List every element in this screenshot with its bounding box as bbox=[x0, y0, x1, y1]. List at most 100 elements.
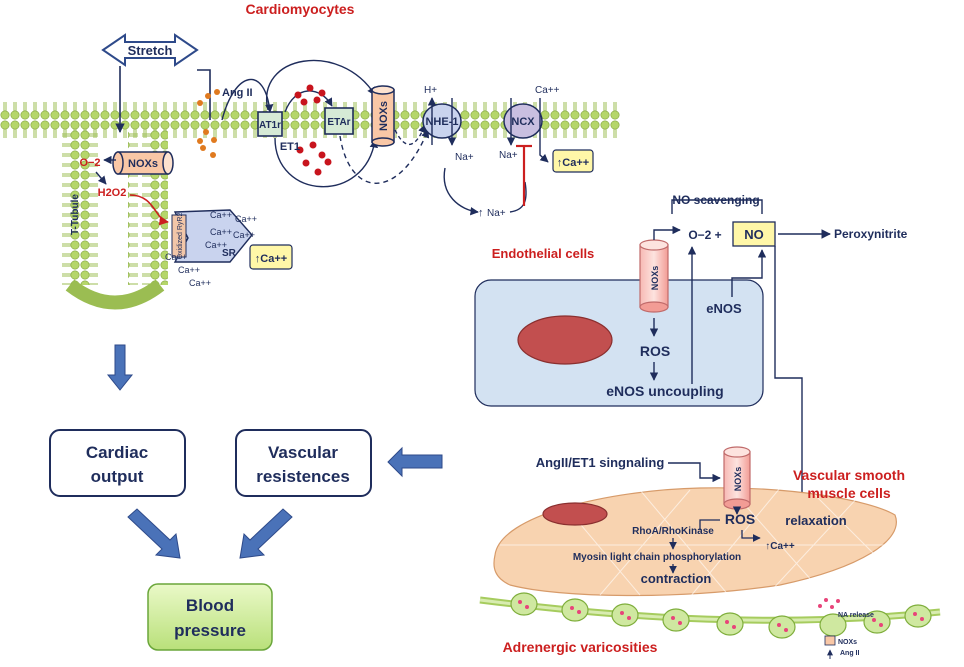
vsmc-nox-cylinder bbox=[723, 446, 751, 510]
h2o2-to-ryr2-arrow bbox=[129, 194, 169, 226]
cardiac-output-box bbox=[49, 429, 186, 497]
adren-angii-label: Ang II bbox=[840, 650, 859, 657]
stretch-to-angii-line bbox=[197, 69, 211, 120]
etar-label: ETAr bbox=[327, 117, 350, 128]
svg-text:Ca++: Ca++ bbox=[233, 230, 255, 240]
stretch-label: Stretch bbox=[128, 43, 173, 58]
endo-nox-cylinder bbox=[639, 239, 669, 313]
nox-tubule-label: NOXs bbox=[128, 158, 158, 170]
no-label: NO bbox=[744, 227, 764, 242]
vascular-line2: resistences bbox=[256, 467, 350, 486]
endo-nox-to-o2-arrow bbox=[653, 225, 681, 240]
nox-to-nhe1-arrow bbox=[394, 124, 427, 146]
t-tubule-label: T-Tubule bbox=[70, 194, 81, 235]
at1r-to-etar-arrow bbox=[284, 90, 333, 113]
vsmc-nucleus bbox=[542, 502, 608, 526]
adrenergic-title: Adrenergic varicosities bbox=[503, 639, 658, 655]
na-release-label: NA release bbox=[838, 612, 874, 619]
o2-label: O−2 bbox=[79, 157, 100, 169]
ca-increase-2: ↑Ca++ bbox=[255, 253, 287, 265]
t-tubule-bottom bbox=[65, 279, 165, 310]
na-accum-arrow bbox=[443, 167, 479, 216]
no-to-relaxation-arrow bbox=[774, 246, 807, 506]
o2-plus-label: O−2 + bbox=[688, 228, 721, 242]
cardiac-output-line1: Cardiac bbox=[86, 443, 148, 462]
vsmc-title-2: muscle cells bbox=[807, 485, 890, 501]
svg-text:Ca++: Ca++ bbox=[205, 240, 227, 250]
membrane-right bbox=[540, 98, 620, 138]
cardiomyocytes-title: Cardiomyocytes bbox=[246, 1, 355, 17]
svg-text:Ca++: Ca++ bbox=[210, 210, 232, 220]
endothelial-nucleus bbox=[517, 315, 613, 365]
blood-pressure-line1: Blood bbox=[186, 596, 234, 615]
rhoa-label: RhoA/RhoKinase bbox=[632, 526, 714, 537]
nox-tubule-cylinder bbox=[112, 151, 174, 175]
nox-membrane-label: NOXs bbox=[378, 101, 390, 131]
relaxation-label: relaxation bbox=[785, 513, 846, 528]
left-arrow-icon bbox=[387, 446, 443, 478]
varicosity-vesicles bbox=[518, 598, 924, 632]
vsmc-title-1: Vascular smooth bbox=[793, 467, 905, 483]
ncx-label: NCX bbox=[511, 116, 535, 128]
signaling-to-nox-arrow bbox=[668, 462, 721, 483]
na-plus-2: Na+ bbox=[499, 150, 518, 161]
varicosity-beads bbox=[510, 592, 932, 639]
signaling-label: AngII/ET1 singnaling bbox=[536, 455, 665, 470]
diagonal-arrow-left-icon bbox=[239, 508, 293, 559]
adren-nox-box bbox=[824, 635, 836, 646]
et1-dots bbox=[294, 84, 332, 176]
et1-label: ET1 bbox=[280, 141, 300, 153]
no-scavenging-label: NO scavenging bbox=[672, 193, 759, 207]
ryr2-label: Oxidized RyR2 bbox=[177, 213, 184, 260]
down-arrow-icon bbox=[106, 344, 134, 391]
contraction-label: contraction bbox=[641, 571, 712, 586]
cardiac-output-line2: output bbox=[91, 467, 144, 486]
na-plus-3: Na+ bbox=[487, 208, 506, 219]
ca-increase-1: ↑Ca++ bbox=[557, 157, 589, 169]
endothelial-cell bbox=[474, 279, 764, 407]
o2-to-h2o2-arrow bbox=[95, 171, 107, 185]
etar-to-nhe1-dashed bbox=[339, 129, 430, 184]
at1r-label: AT1r bbox=[259, 120, 281, 131]
nox-membrane-cylinder bbox=[371, 85, 395, 147]
ca-small-labels: Ca++ Ca++ Ca++ Ca++ Ca++ Ca++ Ca++ Ca++ bbox=[165, 210, 257, 288]
diagonal-arrow-right-icon bbox=[127, 508, 181, 559]
ca-increase-box-2 bbox=[249, 244, 293, 270]
peroxynitrite-label: Peroxynitrite bbox=[834, 227, 908, 241]
ca-top-label: Ca++ bbox=[535, 85, 560, 96]
angii-to-at1r-arrow bbox=[221, 78, 274, 121]
t-tubule-left-wall bbox=[62, 130, 102, 285]
at1r-receptor bbox=[257, 111, 283, 137]
myosin-label: Myosin light chain phosphorylation bbox=[573, 552, 741, 563]
ros-to-rhoa-line bbox=[699, 519, 720, 530]
h2o2-label: H2O2 bbox=[98, 187, 127, 199]
ros-to-ca-arrow bbox=[741, 530, 761, 542]
na-plus-1: Na+ bbox=[455, 152, 474, 163]
et1-release-loop bbox=[265, 59, 376, 111]
angii-label: Ang II bbox=[222, 87, 253, 99]
vascular-line1: Vascular bbox=[268, 443, 338, 462]
stretch-arrow-icon bbox=[101, 33, 199, 67]
vascular-resistences-box bbox=[235, 429, 372, 497]
at1r-to-nox-loop bbox=[274, 137, 378, 188]
enos-to-no-arrow bbox=[731, 249, 767, 297]
blood-pressure-line2: pressure bbox=[174, 621, 246, 640]
vsmc-ros-label: ROS bbox=[725, 511, 755, 527]
sr-label: SR bbox=[222, 248, 237, 259]
ryr2-channel bbox=[171, 214, 187, 258]
ncx-ca-in-arrow bbox=[539, 145, 549, 163]
nhe1-label: NHE-1 bbox=[425, 116, 458, 128]
vsmc-ca-up: ↑Ca++ bbox=[765, 541, 795, 552]
no-scavenging-bracket bbox=[671, 199, 763, 214]
enos-label: eNOS bbox=[706, 301, 742, 316]
enos-uncoupling-label: eNOS uncoupling bbox=[606, 383, 723, 399]
no-box bbox=[732, 221, 776, 247]
sr-compartment bbox=[173, 209, 253, 263]
h-plus-label: H+ bbox=[424, 85, 437, 96]
angii-dots bbox=[197, 89, 220, 158]
endo-ros-label: ROS bbox=[640, 343, 670, 359]
endo-nox-label: NOXs bbox=[650, 266, 660, 291]
svg-text:Ca++: Ca++ bbox=[210, 227, 232, 237]
